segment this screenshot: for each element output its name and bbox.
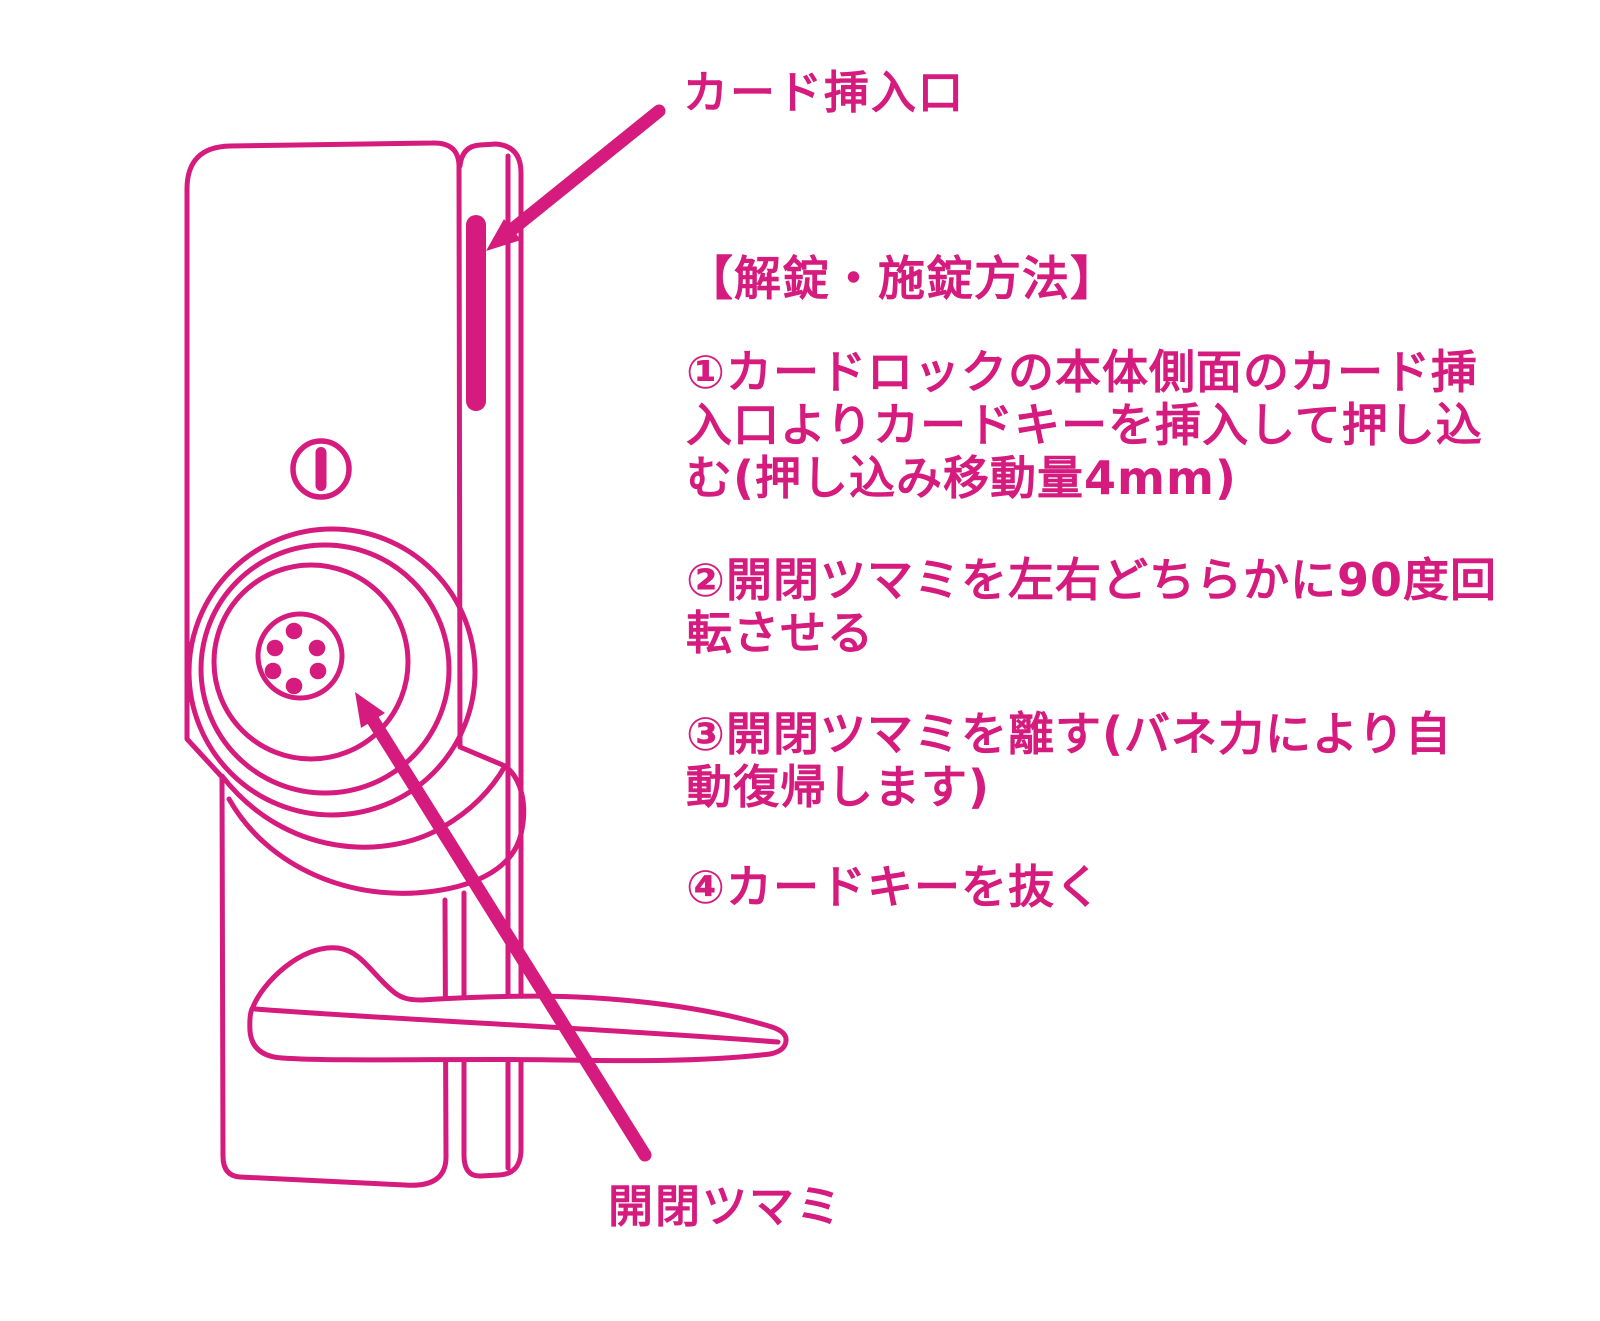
lock-body-outline <box>184 140 508 1180</box>
knob-outer-ring <box>186 526 478 818</box>
instructions-title: 【解錠・施錠方法】 <box>686 252 1118 307</box>
power-indicator-icon <box>290 438 352 500</box>
door-handle-crease <box>252 1006 781 1045</box>
door-handle-outline <box>247 945 789 1064</box>
knob-inner-ring <box>211 562 411 762</box>
card-slot-arrow <box>486 104 666 251</box>
knob-face <box>255 611 345 701</box>
lock-body-bottom-edge <box>237 897 449 1188</box>
hood-bottom-curve <box>226 763 527 896</box>
knob-middle-ring <box>198 542 452 796</box>
knob-label: 開閉ツマミ <box>608 1180 844 1233</box>
rotary-knob <box>186 526 478 818</box>
card-slot <box>466 215 486 411</box>
lock-body <box>184 140 527 1188</box>
hood-front-curve <box>219 763 508 850</box>
instruction-step-1: ①カードロックの本体側面のカード挿 入口よりカードキーを挿入して押し込 む(押し… <box>686 345 1483 505</box>
knob-arrow <box>355 692 652 1162</box>
instruction-step-4: ④カードキーを抜く <box>686 860 1102 914</box>
side-spine <box>457 141 524 1179</box>
door-handle <box>247 945 789 1064</box>
card-slot-label: カード挿入口 <box>683 66 966 119</box>
knob-dots <box>264 622 327 695</box>
instruction-step-3: ③開閉ツマミを離す(バネ力により自 動復帰します) <box>686 707 1453 814</box>
instruction-step-2: ②開閉ツマミを左右どちらかに90度回 転させる <box>686 553 1497 660</box>
